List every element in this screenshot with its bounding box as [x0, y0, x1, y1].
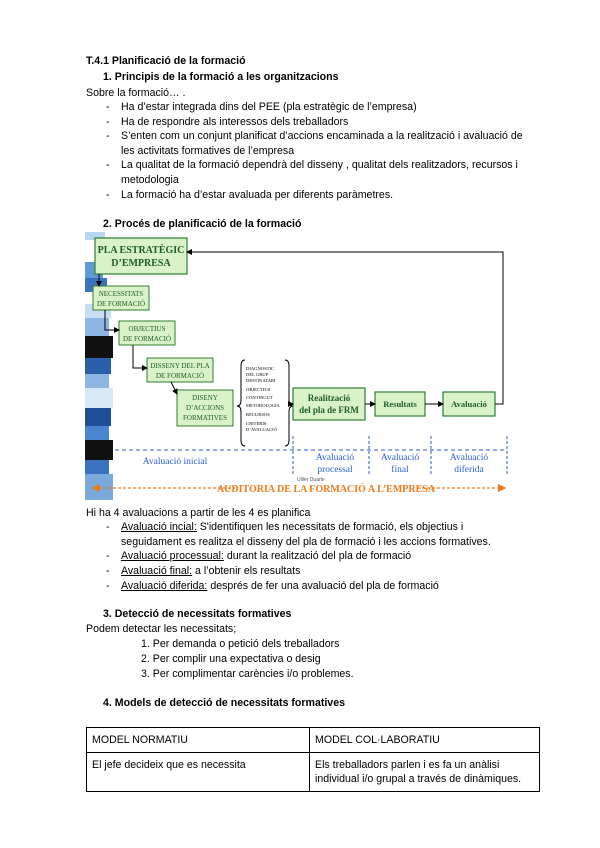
- box-avaluacio: Avaluació: [442, 391, 496, 417]
- section-1-heading: 1. Principis de la formació a les organi…: [103, 71, 339, 83]
- item-label: Avaluació processual:: [121, 550, 224, 562]
- list-item: Avaluació incial: S'identifiquen les nec…: [106, 521, 464, 533]
- list-item: Avaluació processual: durant la realitza…: [106, 550, 412, 562]
- page-title: T.4.1 Planificació de la formació: [86, 55, 246, 67]
- models-table: MODEL NORMATIU MODEL COL·LABORATIU El je…: [86, 727, 540, 792]
- section-2-heading: 2. Procés de planificació de la formació: [103, 218, 302, 230]
- list-item-continuation: seguidament es realitza el disseny del p…: [121, 536, 491, 548]
- label-processal-line2: processal: [317, 465, 353, 475]
- box-realitzacio-line1: Realització: [308, 393, 351, 403]
- brace-item: OBJECTIUS: [246, 387, 271, 392]
- box-accions-line2: D’ACCIONS: [186, 404, 224, 412]
- box-necessitats-line2: DE FORMACIÓ: [97, 300, 145, 308]
- auditoria-label: AUDITORIA DE LA FORMACIÓ A L’EMPRESA: [217, 483, 436, 495]
- planning-process-diagram: PLA ESTRATÈGIC D’EMPRESA NECESSITATS DE …: [85, 232, 508, 500]
- brace-item: METODOLOGIA: [246, 403, 281, 408]
- section-3-intro: Podem detectar les necessitats;: [86, 623, 237, 635]
- box-avaluacio-label: Avaluació: [451, 399, 487, 409]
- brace-item: CRITERIS: [246, 421, 267, 426]
- label-avaluacio-inicial: Avaluació inicial: [143, 457, 208, 467]
- brace: [236, 359, 246, 447]
- list-item: Ha d’estar integrada dins del PEE (pla e…: [106, 101, 417, 113]
- box-resultats: Resultats: [374, 391, 426, 417]
- brace-item: D’AVALUACIÓ: [246, 427, 278, 432]
- section-1-intro: Sobre la formació… .: [86, 87, 186, 99]
- label-diferida-line2: diferida: [454, 464, 484, 475]
- brace-item: RECURSOS: [246, 412, 270, 417]
- box-necessitats-line1: NECESSITATS: [99, 290, 144, 298]
- box-disseny-pla: DISSENY DEL PLA DE FORMACIÓ: [146, 357, 214, 383]
- box-objectius-line1: OBJECTIUS: [129, 325, 166, 333]
- flow-arrows: [96, 249, 504, 407]
- item-text: durant la realització del pla de formaci…: [223, 550, 412, 562]
- box-accions-formatives: DISENY D’ACCIONS FORMATIVES: [176, 389, 234, 427]
- item-label: Avaluació incial:: [121, 521, 197, 533]
- list-item: Avaluació diferida: després de fer una a…: [106, 580, 439, 592]
- numbered-item: 2. Per complir una expectativa o desig: [141, 653, 321, 665]
- item-label: Avaluació final:: [121, 565, 193, 577]
- box-objectius-line2: DE FORMACIÓ: [123, 335, 171, 343]
- box-realitzacio-line2: del pla de FRM: [299, 405, 359, 415]
- label-final-line1: Avaluació: [381, 453, 420, 463]
- table-cell: Els treballadors parlen i es fa un anàli…: [309, 752, 540, 792]
- numbered-item: 3. Per complimentar carències i/o proble…: [141, 668, 354, 680]
- brace-item: CONTINGUT: [246, 395, 273, 400]
- item-text: després de fer una avaluació del pla de …: [207, 580, 439, 592]
- auditoria-arrow: AUDITORIA DE LA FORMACIÓ A L’EMPRESA: [91, 483, 507, 495]
- label-final-line2: final: [391, 464, 409, 475]
- table-header-cell: MODEL COL·LABORATIU: [309, 727, 540, 753]
- box-necessitats: NECESSITATS DE FORMACIÓ: [92, 285, 150, 311]
- box-accions-line1: DISENY: [192, 394, 218, 402]
- item-label: Avaluació diferida:: [121, 580, 208, 592]
- table-cell: El jefe decideix que es necessita: [86, 752, 310, 792]
- list-item: La qualitat de la formació dependrà del …: [106, 159, 518, 171]
- section-3-heading: 3. Detecció de necessitats formatives: [103, 608, 292, 620]
- numbered-item: 1. Per demanda o petició dels treballado…: [141, 638, 340, 650]
- brace-item: DEL GRUP: [246, 372, 269, 377]
- label-processal-line1: Avaluació: [316, 453, 355, 463]
- list-item-continuation: les activitats formatives de l’empresa: [121, 145, 295, 157]
- list-item: S’enten com un conjunt planificat d’acci…: [106, 130, 523, 142]
- evaluations-intro: Hi ha 4 avaluacions a partir de les 4 es…: [86, 507, 311, 519]
- box-realitzacio: Realització del pla de FRM: [292, 387, 366, 421]
- list-item: Ha de respondre als interessos dels treb…: [106, 116, 348, 128]
- box-resultats-label: Resultats: [383, 399, 417, 409]
- box-disseny-line1: DISSENY DEL PLA: [150, 362, 209, 370]
- small-mark: Ullier Duarte: [297, 477, 325, 483]
- box-objectius: OBJECTIUS DE FORMACIÓ: [118, 320, 176, 346]
- brace-item: DIAGNOSTIC: [246, 366, 274, 371]
- box-pla-line1: PLA ESTRATÈGIC: [98, 244, 185, 256]
- section-4-heading: 4. Models de detecció de necessitats for…: [103, 697, 345, 709]
- item-text: S'identifiquen les necessitats de formac…: [196, 521, 464, 533]
- brace: [284, 359, 294, 447]
- box-accions-line3: FORMATIVES: [183, 414, 227, 422]
- brace-item: DESTINATARI: [246, 378, 276, 383]
- box-pla-line2: D’EMPRESA: [111, 258, 171, 269]
- item-text: a l’obtenir els resultats: [192, 565, 301, 577]
- table-header-row: MODEL NORMATIU MODEL COL·LABORATIU: [86, 727, 540, 753]
- label-diferida-line1: Avaluació: [450, 453, 489, 463]
- list-item: Avaluació final: a l’obtenir els resulta…: [106, 565, 301, 577]
- list-item: La formació ha d’estar avaluada per dife…: [106, 189, 393, 201]
- box-disseny-line2: DE FORMACIÓ: [156, 372, 204, 380]
- table-row: El jefe decideix que es necessita Els tr…: [86, 752, 540, 792]
- box-pla-estrategic: PLA ESTRATÈGIC D’EMPRESA: [94, 237, 188, 275]
- evaluation-timeline: [115, 436, 508, 474]
- list-item-continuation: metodologia: [121, 174, 179, 186]
- table-header-cell: MODEL NORMATIU: [86, 727, 310, 753]
